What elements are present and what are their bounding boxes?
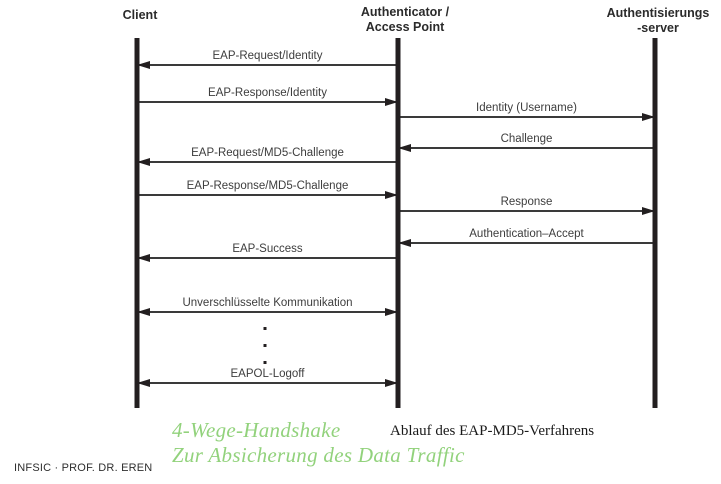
arrow-shaft xyxy=(137,101,398,103)
caption-handshake-line1: 4-Wege-Handshake xyxy=(172,418,341,442)
arrow-shaft xyxy=(137,64,398,66)
message-label: Unverschlüsselte Kommunikation xyxy=(182,297,353,309)
arrow-shaft xyxy=(137,382,398,384)
message-label: EAP-Response/MD5-Challenge xyxy=(186,180,349,192)
arrow-shaft xyxy=(398,116,655,118)
footer-credit: INFSIC · PROF. DR. EREN xyxy=(14,462,153,474)
arrowhead-left-icon xyxy=(398,238,411,247)
message-label: Challenge xyxy=(500,133,553,145)
message-label: EAP-Success xyxy=(232,243,303,255)
ellipsis-dot xyxy=(263,327,267,330)
arrowhead-right-icon xyxy=(385,307,398,316)
figure-caption: Ablauf des EAP-MD5-Verfahrens xyxy=(390,423,595,439)
message-label: EAPOL-Logoff xyxy=(230,368,305,380)
arrowhead-right-icon xyxy=(385,190,398,199)
ellipsis-dot xyxy=(263,361,267,364)
actor-label-authenticator: Authenticator / Access Point xyxy=(360,5,450,34)
arrowhead-left-icon xyxy=(137,253,150,262)
caption-handshake-line2: Zur Absicherung des Data Traffic xyxy=(172,443,465,467)
message-label: EAP-Response/Identity xyxy=(208,87,327,99)
arrow-shaft xyxy=(137,257,398,259)
arrow-shaft xyxy=(137,311,398,313)
arrowhead-left-icon xyxy=(137,60,150,69)
arrow-shaft xyxy=(137,194,398,196)
arrow-shaft xyxy=(398,242,655,244)
message-label: EAP-Request/MD5-Challenge xyxy=(191,147,344,159)
arrowhead-left-icon xyxy=(398,143,411,152)
arrowhead-right-icon xyxy=(642,112,655,121)
lifeline-auth-server xyxy=(652,38,658,408)
lifeline-authenticator xyxy=(395,38,401,408)
message-label: EAP-Request/Identity xyxy=(212,50,323,62)
message-label: Response xyxy=(500,196,553,208)
message-label: Authentication–Accept xyxy=(469,228,584,240)
arrowhead-left-icon xyxy=(137,157,150,166)
actor-label-client: Client xyxy=(122,8,158,22)
message-label: Identity (Username) xyxy=(476,102,577,114)
actor-label-auth-server: Authentisierungs -server xyxy=(606,6,710,35)
arrow-shaft xyxy=(398,210,655,212)
arrow-shaft xyxy=(137,161,398,163)
ellipsis-dot xyxy=(263,344,267,347)
lifeline-client xyxy=(134,38,140,408)
arrowhead-right-icon xyxy=(385,97,398,106)
arrowhead-left-icon xyxy=(137,307,150,316)
arrowhead-left-icon xyxy=(137,378,150,387)
arrow-shaft xyxy=(398,147,655,149)
arrowhead-right-icon xyxy=(385,378,398,387)
arrowhead-right-icon xyxy=(642,206,655,215)
